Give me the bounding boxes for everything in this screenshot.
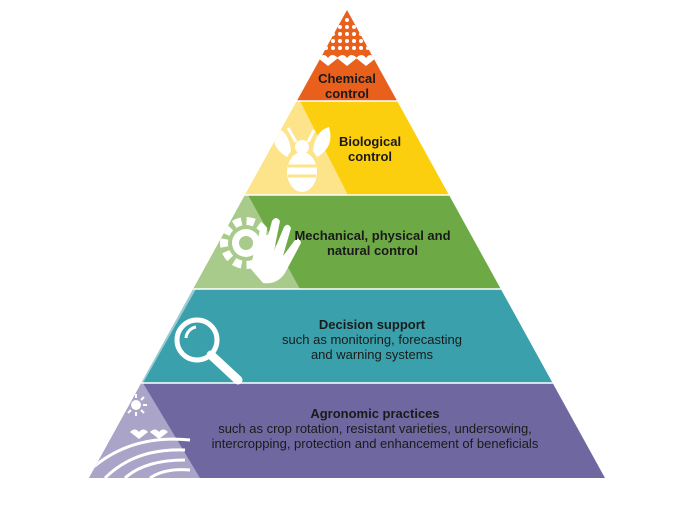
level-decision-label: Decision support such as monitoring, for…	[272, 317, 472, 363]
level-biological-title: Biological control	[338, 134, 402, 164]
magnifier-icon	[174, 317, 243, 385]
gear-hand-icon	[220, 217, 301, 284]
level-mechanical-label: Mechanical, physical and natural control	[290, 228, 455, 259]
level-decision-title: Decision support	[318, 317, 426, 332]
level-agronomic-label: Agronomic practices such as crop rotatio…	[200, 406, 550, 452]
level-biological-label: Biological control	[330, 134, 410, 165]
sprayer-icon	[318, 18, 376, 66]
level-mechanical-title: Mechanical, physical and natural control	[294, 228, 451, 258]
level-chemical-title: Chemical control	[318, 71, 376, 101]
level-agronomic-title: Agronomic practices	[310, 406, 440, 421]
level-agronomic-subtitle: such as crop rotation, resistant varieti…	[211, 420, 539, 451]
level-decision-subtitle: such as monitoring, forecasting and warn…	[282, 331, 462, 362]
sun-field-icon	[89, 394, 191, 478]
level-chemical-label: Chemical control	[297, 71, 397, 102]
